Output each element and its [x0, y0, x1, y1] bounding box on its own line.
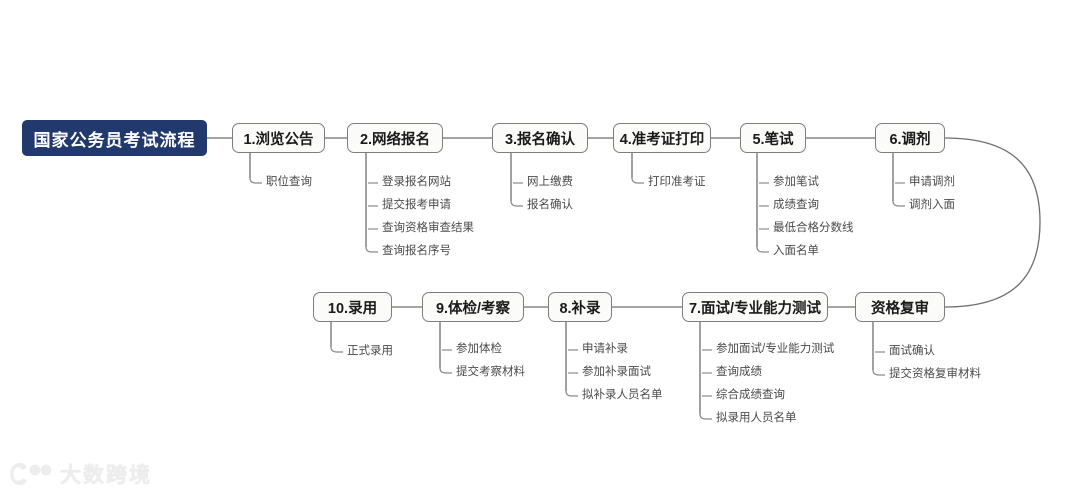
leaf-label-step3-1: 报名确认: [527, 199, 573, 211]
watermark-text: 大数跨境: [60, 464, 152, 487]
leaf-label-review-1: 提交资格复审材料: [889, 368, 981, 380]
leaf-label-step7-0: 参加面试/专业能力测试: [716, 343, 835, 355]
root-title-label: 国家公务员考试流程: [33, 130, 196, 150]
leaf-label-step2-2: 查询资格审查结果: [382, 222, 474, 234]
node-step4[interactable]: 4.准考证打印: [613, 123, 711, 153]
leaf-label-step2-0: 登录报名网站: [382, 176, 451, 188]
leaf-label-step1-0: 职位查询: [266, 176, 312, 188]
leaf-label-step4-0: 打印准考证: [648, 176, 706, 188]
node-step1[interactable]: 1.浏览公告: [232, 123, 325, 153]
leaf-label-step6-1: 调剂入面: [909, 199, 955, 211]
node-step3-label: 3.报名确认: [504, 131, 576, 148]
node-step2[interactable]: 2.网络报名: [347, 123, 443, 153]
node-step7-label: 7.面试/专业能力测试: [688, 300, 822, 317]
node-step3[interactable]: 3.报名确认: [492, 123, 588, 153]
leaf-label-step5-2: 最低合格分数线: [773, 222, 854, 234]
node-step4-label: 4.准考证打印: [619, 131, 705, 148]
leaf-label-step7-2: 综合成绩查询: [716, 389, 785, 401]
node-step6[interactable]: 6.调剂: [875, 123, 945, 153]
node-step9-label: 9.体检/考察: [435, 300, 511, 317]
leaf-label-step7-1: 查询成绩: [716, 366, 762, 378]
leaf-label-step6-0: 申请调剂: [909, 176, 955, 188]
leaf-label-step8-0: 申请补录: [582, 343, 628, 355]
node-step10-label: 10.录用: [327, 300, 378, 317]
leaf-label-step3-0: 网上缴费: [527, 176, 573, 188]
leaf-label-step7-3: 拟录用人员名单: [716, 412, 797, 424]
node-step9[interactable]: 9.体检/考察: [422, 292, 524, 322]
leaf-label-step2-1: 提交报考申请: [382, 199, 451, 211]
leaf-label-review-0: 面试确认: [889, 345, 935, 357]
node-qualification-review[interactable]: 资格复审: [855, 292, 945, 322]
node-step10[interactable]: 10.录用: [313, 292, 392, 322]
leaf-label-step5-0: 参加笔试: [773, 176, 819, 188]
node-step8-label: 8.补录: [559, 300, 601, 317]
leaf-label-step9-1: 提交考察材料: [456, 366, 525, 378]
node-qualification-review-label: 资格复审: [871, 300, 929, 317]
node-step6-label: 6.调剂: [889, 131, 931, 148]
node-step2-label: 2.网络报名: [359, 131, 431, 148]
node-step1-label: 1.浏览公告: [243, 131, 314, 148]
watermark: 大数跨境: [8, 455, 198, 493]
node-step5-label: 5.笔试: [752, 131, 794, 148]
node-step7[interactable]: 7.面试/专业能力测试: [682, 292, 828, 322]
leaf-label-step9-0: 参加体检: [456, 343, 502, 355]
leaf-label-step8-1: 参加补录面试: [582, 366, 651, 378]
watermark-logo-icon: [10, 462, 52, 486]
node-step8[interactable]: 8.补录: [548, 292, 612, 322]
leaf-label-step8-2: 拟补录人员名单: [582, 389, 663, 401]
node-step5[interactable]: 5.笔试: [740, 123, 806, 153]
leaf-label-step5-3: 入面名单: [773, 245, 819, 257]
leaf-label-step2-3: 查询报名序号: [382, 245, 451, 257]
leaf-label-step10-0: 正式录用: [347, 345, 393, 357]
leaf-label-step5-1: 成绩查询: [773, 199, 819, 211]
root-title-box: 国家公务员考试流程: [22, 120, 207, 156]
